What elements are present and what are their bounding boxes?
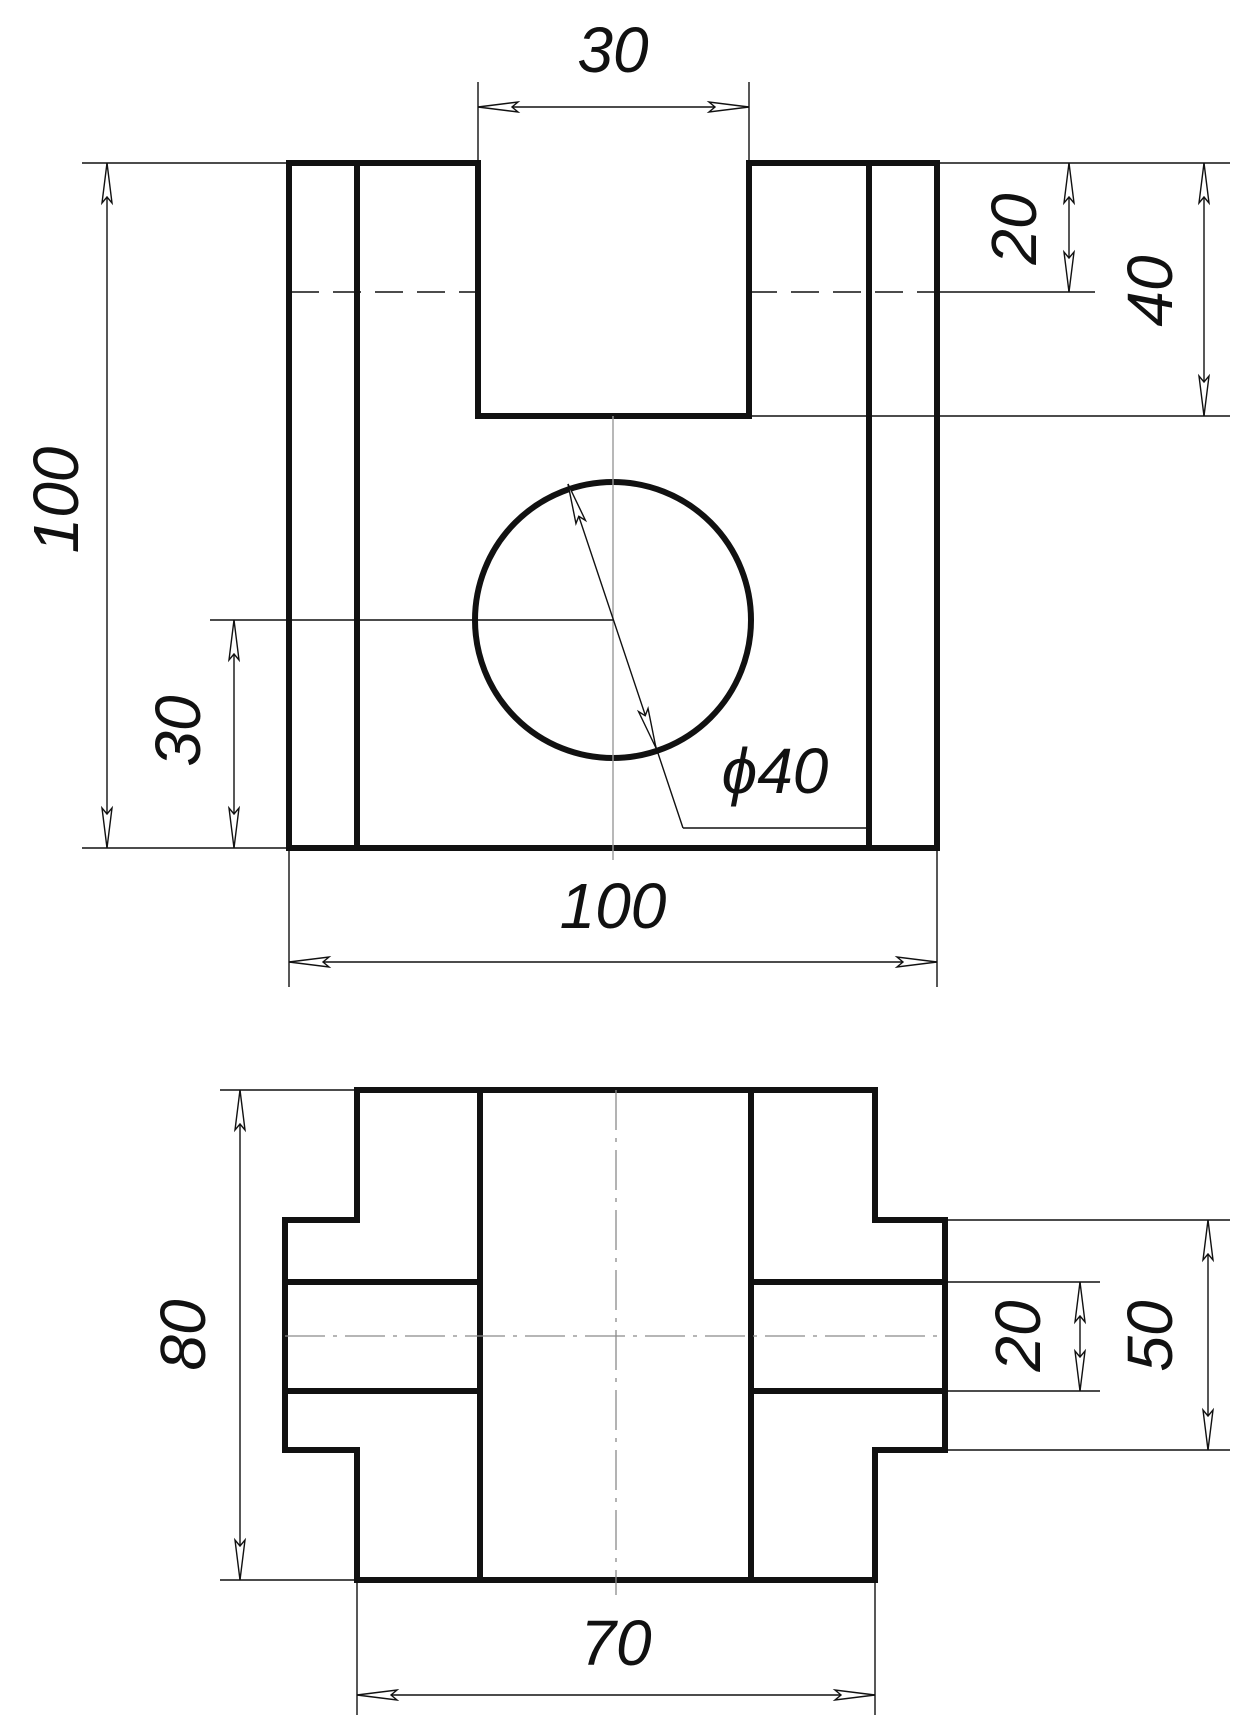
arrow-icon — [477, 101, 519, 113]
top-view: 80 20 50 70 — [147, 1087, 1230, 1715]
arrow-icon — [1202, 1409, 1214, 1451]
dim-length-text: 70 — [580, 1607, 652, 1679]
arrow-icon — [834, 1689, 876, 1701]
arrow-icon — [1063, 162, 1075, 204]
arrow-icon — [1074, 1281, 1086, 1323]
arrow-icon — [708, 101, 750, 113]
arrow-icon — [234, 1089, 246, 1131]
arrow-icon — [288, 956, 330, 968]
dim-slot-depth-text: 20 — [978, 193, 1050, 266]
front-view: 30 100 30 20 40 ϕ40 — [20, 14, 1230, 987]
dim-hole-height-text: 30 — [142, 695, 214, 767]
arrow-icon — [228, 619, 240, 661]
arrow-icon — [1202, 1219, 1214, 1261]
arrow-icon — [1198, 162, 1210, 204]
arrow-icon — [356, 1689, 398, 1701]
dim-slot-width-text: 30 — [577, 14, 649, 86]
diameter-leader — [567, 483, 684, 829]
dim-width-text: 100 — [560, 870, 667, 942]
arrow-icon — [1063, 251, 1075, 293]
dim-hole-diameter-text: ϕ40 — [722, 735, 829, 807]
arrow-icon — [101, 807, 113, 849]
arrow-icon — [896, 956, 938, 968]
arrow-icon — [1198, 375, 1210, 417]
dim-inner-slot-text: 20 — [982, 1300, 1054, 1373]
top-outline — [282, 1087, 948, 1583]
arrow-icon — [228, 807, 240, 849]
dim-height-text: 100 — [20, 446, 92, 553]
dim-boss-width-text: 50 — [1114, 1300, 1186, 1372]
arrow-icon — [1074, 1350, 1086, 1392]
arrow-icon — [234, 1539, 246, 1581]
dim-slot-total-text: 40 — [1114, 255, 1186, 327]
arrow-icon — [637, 707, 662, 751]
arrow-icon — [101, 162, 113, 204]
dim-depth-text: 80 — [147, 1299, 219, 1371]
